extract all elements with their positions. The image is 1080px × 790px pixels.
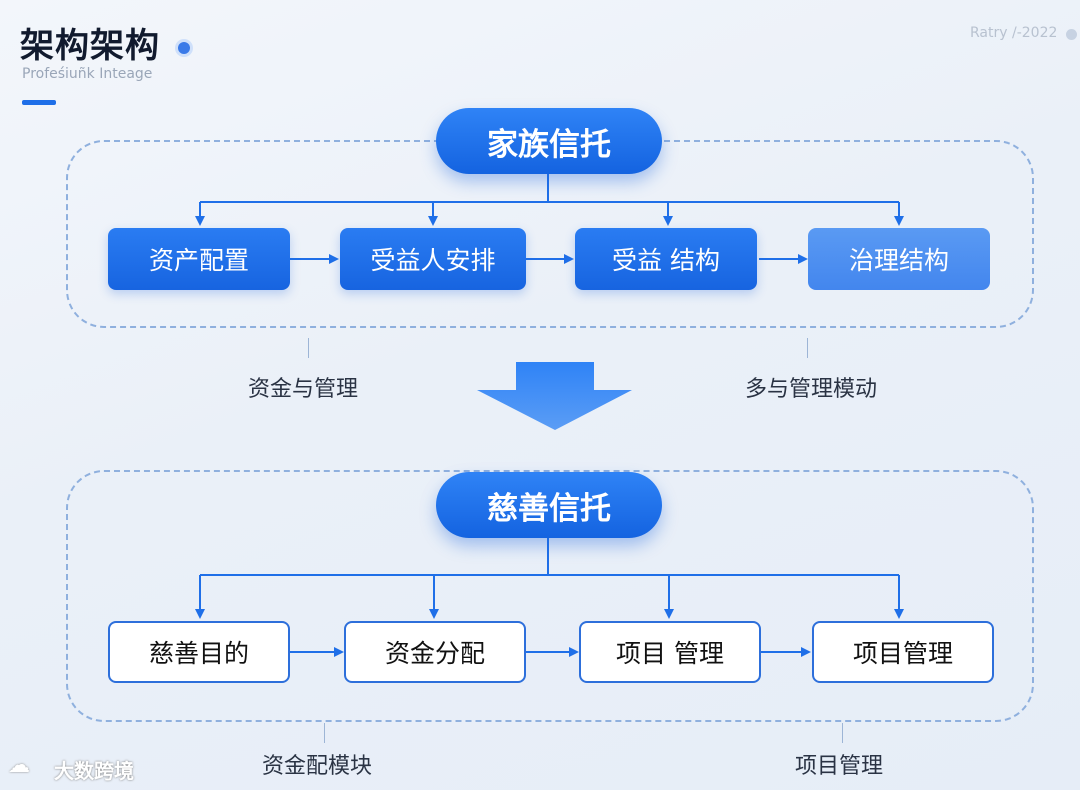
title-dot-icon xyxy=(178,42,190,54)
corner-dot-icon xyxy=(1066,29,1077,40)
beneficiary-arrangement-box: 受益人安排 xyxy=(340,228,526,290)
page-title: 架构架构 xyxy=(20,26,160,66)
charity-trust-title: 慈善信托 xyxy=(436,472,662,538)
caption-tick xyxy=(807,338,808,358)
bottom-caption-right: 项目管理 xyxy=(795,754,884,779)
top-caption-left: 资金与管理 xyxy=(248,377,359,402)
caption-tick xyxy=(324,723,325,743)
bottom-caption-left: 资金配模块 xyxy=(262,754,373,779)
charity-trust-panel xyxy=(66,470,1034,722)
charity-purpose-box: 慈善目的 xyxy=(108,621,290,683)
caption-tick xyxy=(842,723,843,743)
fund-distribution-box: 资金分配 xyxy=(344,621,526,683)
benefit-structure-box: 受益 结构 xyxy=(575,228,757,290)
family-trust-title: 家族信托 xyxy=(436,108,662,174)
watermark-text: 大数跨境 xyxy=(54,759,134,783)
asset-allocation-box: 资产配置 xyxy=(108,228,290,290)
corner-label: Ratry /-2022 xyxy=(970,25,1058,41)
title-underline xyxy=(22,100,56,105)
big-down-arrow-icon xyxy=(477,362,632,430)
cloud-logo-icon: ☁ xyxy=(8,753,30,778)
project-management-box-2: 项目管理 xyxy=(812,621,994,683)
project-management-box: 项目 管理 xyxy=(579,621,761,683)
top-caption-right: 多与管理模动 xyxy=(745,377,878,402)
page-subtitle: Profeśiuñk Inteage xyxy=(22,66,153,82)
caption-tick xyxy=(308,338,309,358)
governance-structure-box: 治理结构 xyxy=(808,228,990,290)
